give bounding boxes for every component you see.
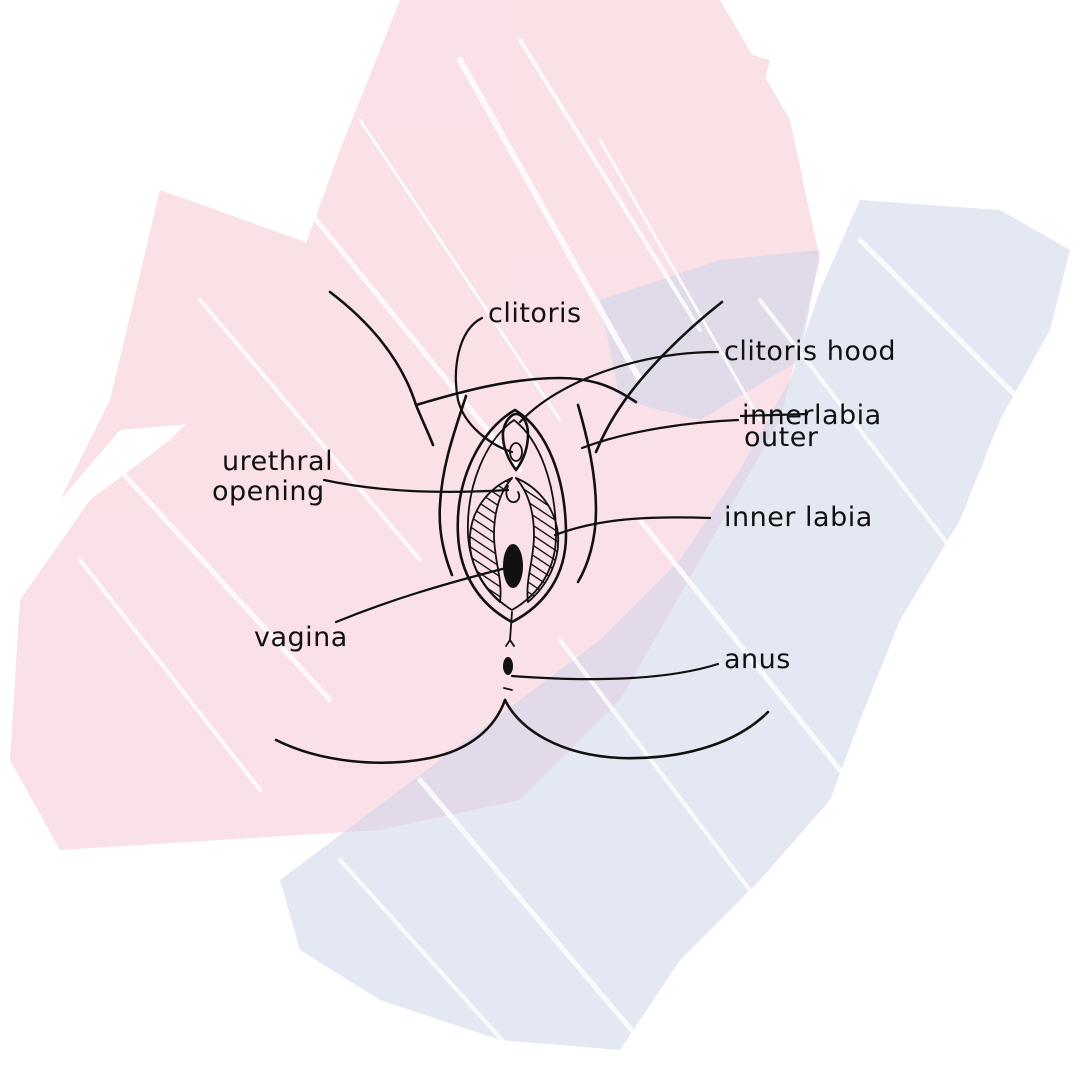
- anus-mark: [503, 657, 513, 675]
- clitoris-hood-shape: [501, 412, 530, 472]
- label-anus: anus: [724, 644, 791, 675]
- anus-tick: [503, 687, 513, 691]
- brush-streaks: [78, 38, 1043, 1062]
- inner-labia-left-inner-edge: [493, 477, 513, 603]
- label-vagina: vagina: [254, 622, 348, 653]
- left-buttock-outline: [274, 698, 507, 764]
- label-clitoris-hood: clitoris hood: [724, 336, 896, 367]
- right-buttock-outline: [503, 698, 770, 760]
- label-labia-strikethrough: [739, 412, 809, 418]
- label-labia-outer: outer: [744, 422, 819, 453]
- leader-inner-labia: [553, 516, 712, 537]
- outer-labia-left: [438, 394, 468, 577]
- right-thigh-outline: [594, 300, 724, 454]
- leader-clitoris: [454, 316, 514, 454]
- leader-urethral-opening: [322, 478, 510, 493]
- pubic-mound-line: [414, 376, 638, 407]
- leader-clitoris-hood: [518, 350, 720, 424]
- leader-outer-labia: [580, 418, 740, 450]
- vulva-inner-outline: [467, 419, 557, 611]
- urethral-opening-shape: [505, 485, 521, 503]
- inner-labia-right-inner-edge: [515, 477, 535, 603]
- label-clitoris: clitoris: [488, 298, 582, 329]
- label-labia-word: labia: [814, 400, 882, 431]
- leader-vagina: [334, 566, 508, 624]
- vaginal-opening: [503, 544, 523, 588]
- label-inner-labia: inner labia: [724, 502, 873, 533]
- outer-labia-right: [576, 403, 598, 584]
- left-thigh-outline: [328, 290, 435, 447]
- label-urethral-line1: urethral: [222, 446, 333, 477]
- label-urethral-line2: opening: [212, 476, 325, 507]
- leader-anus: [510, 662, 720, 681]
- perineum-line: [505, 611, 515, 647]
